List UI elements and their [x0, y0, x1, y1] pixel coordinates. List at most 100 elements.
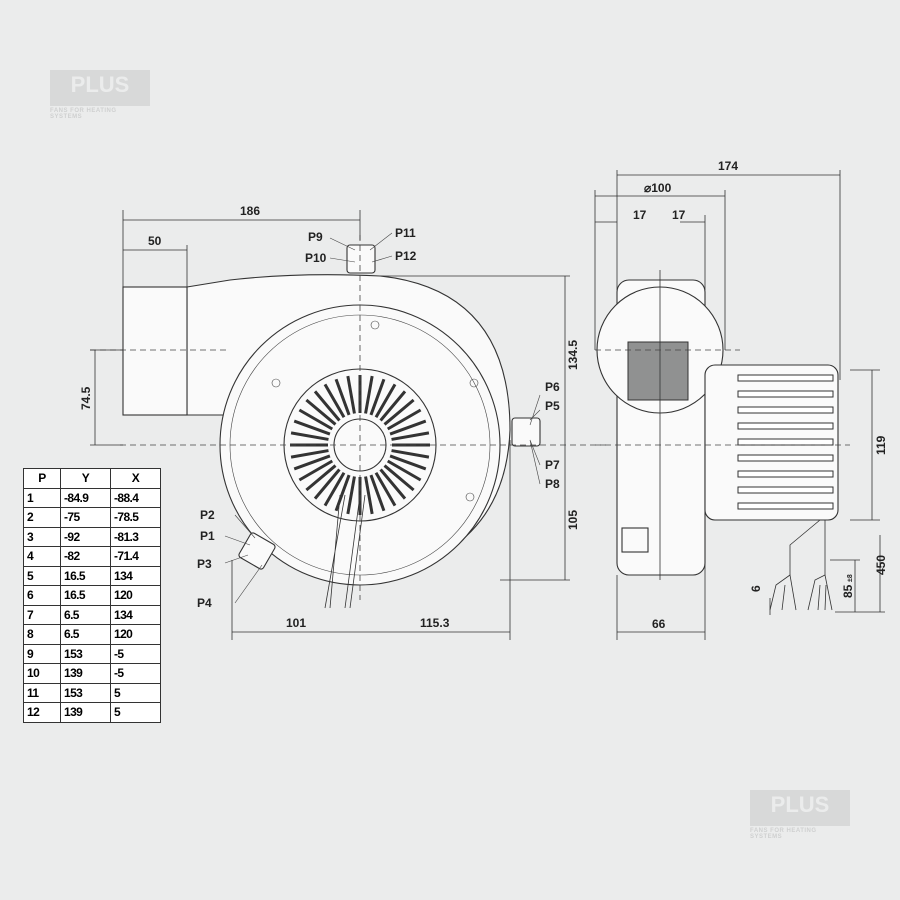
logo-tagline: FANS FOR HEATING SYSTEMS	[750, 828, 817, 840]
logo-mark: PLUS	[750, 790, 850, 826]
fin	[737, 374, 834, 382]
dim-diameter-100: ⌀100	[644, 181, 672, 195]
fin	[305, 398, 337, 426]
fin	[293, 454, 331, 471]
fin	[737, 486, 834, 494]
fin	[379, 468, 407, 500]
fin	[391, 449, 430, 459]
table-cell: 1	[23, 487, 61, 508]
fin	[313, 390, 341, 422]
fin	[391, 431, 430, 441]
fin	[386, 408, 422, 431]
fin	[383, 464, 415, 492]
label-p10: P10	[305, 251, 327, 265]
table-cell: 4	[23, 546, 61, 567]
fin	[737, 470, 834, 478]
dim-6: 6	[749, 585, 763, 592]
bracket-top	[346, 244, 376, 274]
label-p3: P3	[197, 557, 212, 571]
table-cell: 9	[23, 643, 61, 664]
table-cell: 139	[60, 702, 111, 723]
label-p8: P8	[545, 477, 560, 491]
cable-leads	[324, 494, 366, 609]
table-cell: -78.5	[110, 507, 161, 528]
dim-74-5: 74.5	[79, 386, 93, 410]
column-header: P	[23, 468, 61, 489]
front-view: 186 50 74.5 134.5 105 101 115.3 P1 P2 P3…	[79, 204, 610, 640]
fin	[364, 375, 374, 414]
dim-119: 119	[874, 435, 888, 455]
fin	[298, 408, 334, 431]
table-row: 4-82-71.4	[23, 546, 161, 567]
fin	[386, 459, 422, 482]
table-cell: -5	[110, 663, 161, 684]
table-cell: 5	[23, 565, 61, 586]
table-cell: -5	[110, 643, 161, 664]
fin	[737, 438, 834, 446]
dim-134-5: 134.5	[566, 340, 580, 370]
side-view: 174 ⌀100 17 17 66 119 450 85 ±8 6	[594, 159, 888, 640]
column-header: X	[110, 468, 161, 489]
fin	[374, 383, 397, 419]
table-cell: 153	[60, 682, 111, 703]
dim-17-b: 17	[672, 208, 686, 222]
fin	[313, 468, 341, 500]
table-row: 1-84.9-88.4	[23, 487, 161, 508]
label-p6: P6	[545, 380, 560, 394]
table-row: 2-75-78.5	[23, 507, 161, 528]
table-cell: 11	[23, 682, 61, 703]
table-cell: 134	[110, 604, 161, 625]
table-cell: -81.3	[110, 526, 161, 547]
table-cell: 16.5	[60, 565, 111, 586]
fin	[290, 431, 329, 441]
fin	[290, 449, 329, 459]
dim-115-3: 115.3	[420, 616, 450, 630]
dim-174: 174	[718, 159, 738, 173]
label-p1: P1	[200, 529, 215, 543]
table-cell: -84.9	[60, 487, 111, 508]
fin	[737, 422, 834, 430]
fin	[737, 454, 834, 462]
logo-mark: PLUS	[50, 70, 150, 106]
fin	[346, 375, 356, 414]
fin	[383, 398, 415, 426]
label-p9: P9	[308, 230, 323, 244]
table-cell: 16.5	[60, 585, 111, 606]
table-cell: -92	[60, 526, 111, 547]
label-p4: P4	[197, 596, 212, 610]
logo-tagline: FANS FOR HEATING SYSTEMS	[50, 108, 117, 120]
table-cell: 6.5	[60, 624, 111, 645]
table-cell: 12	[23, 702, 61, 723]
table-cell: 5	[110, 682, 161, 703]
table-cell: -75	[60, 507, 111, 528]
table-cell: 139	[60, 663, 111, 684]
fin	[389, 454, 427, 471]
brand-logo-bottom: PLUS FANS FOR HEATING SYSTEMS	[750, 790, 850, 840]
label-p12: P12	[395, 249, 417, 263]
fin	[346, 476, 356, 515]
table-cell: 2	[23, 507, 61, 528]
fin	[334, 474, 351, 512]
fin	[369, 378, 386, 416]
table-cell: 7	[23, 604, 61, 625]
table-cell: 153	[60, 643, 111, 664]
table-cell: 120	[110, 585, 161, 606]
fin	[374, 471, 397, 507]
table-cell: 6.5	[60, 604, 111, 625]
table-cell: 134	[110, 565, 161, 586]
cooling-fins	[290, 375, 430, 515]
table-row: 3-92-81.3	[23, 526, 161, 547]
cable	[789, 519, 826, 575]
fin	[379, 390, 407, 422]
fin	[293, 419, 331, 436]
table-cell: 3	[23, 526, 61, 547]
fin	[334, 378, 351, 416]
label-p11: P11	[395, 226, 416, 240]
